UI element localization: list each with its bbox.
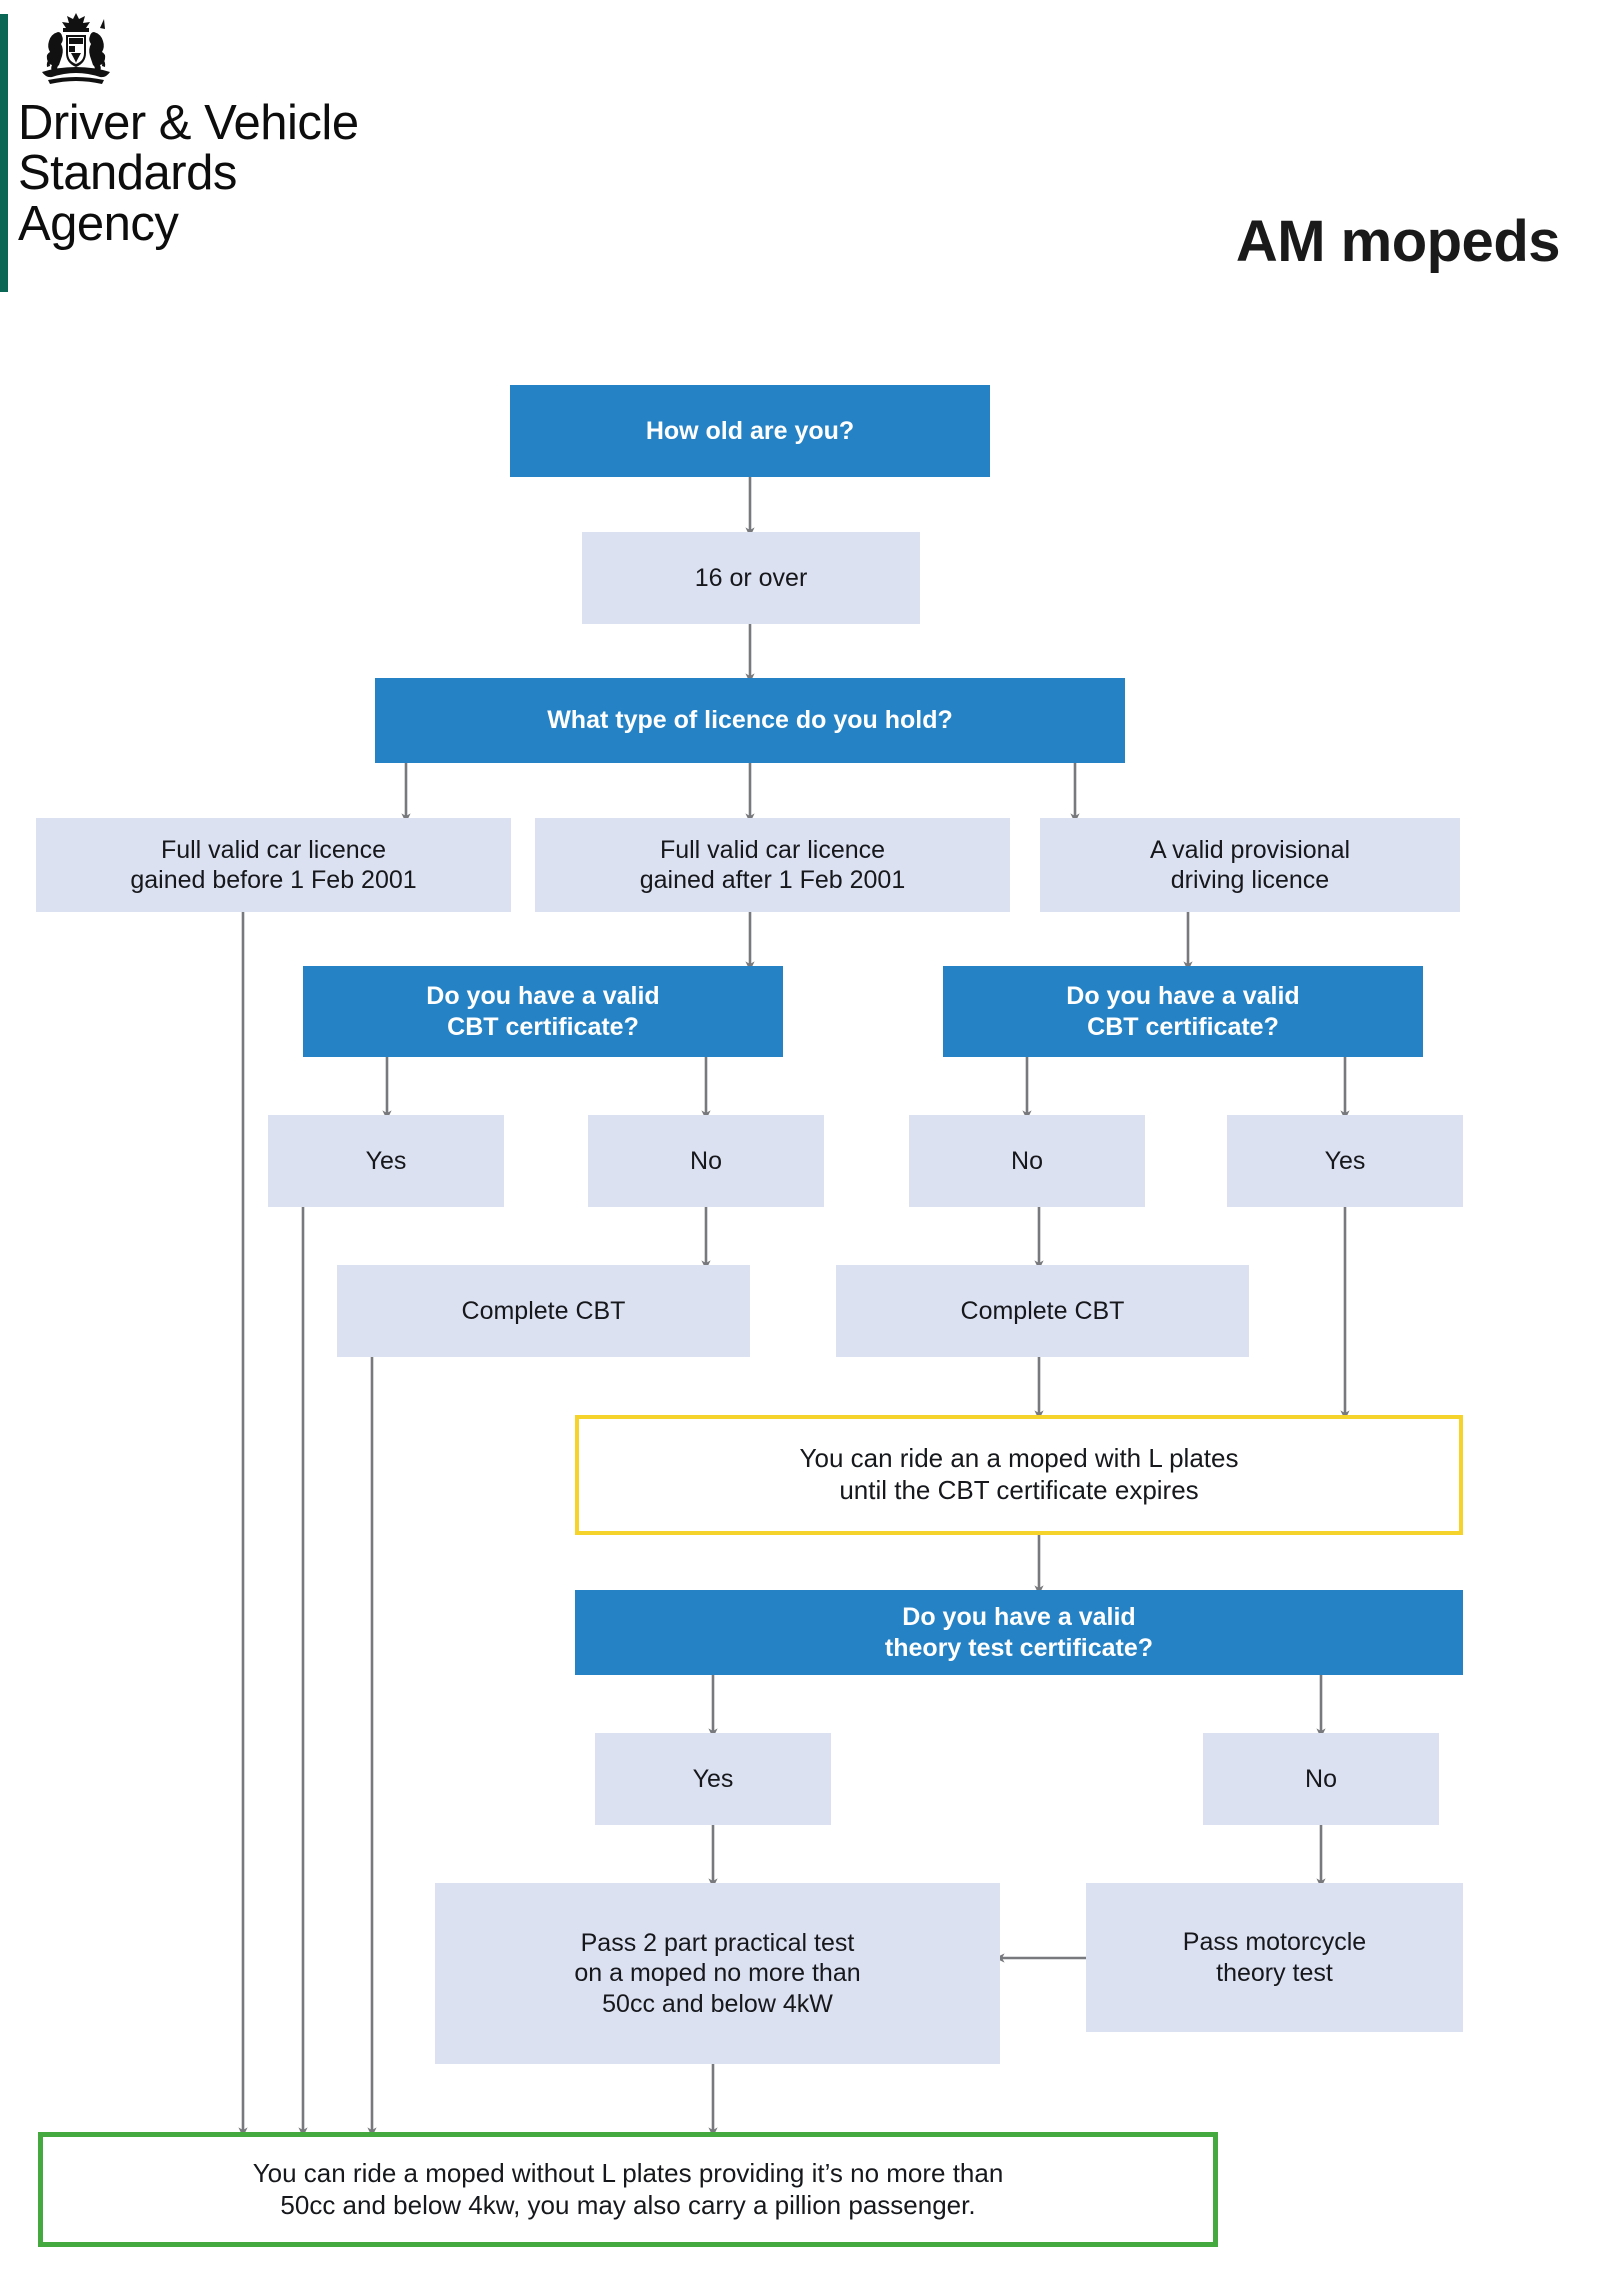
answer-provisional-licence-label: A valid provisional driving licence [1149, 835, 1351, 895]
answer-licence-after-2001[interactable]: Full valid car licence gained after 1 Fe… [535, 818, 1010, 912]
answer-licence-after-2001-label: Full valid car licence gained after 1 Fe… [639, 835, 906, 895]
brand-accent-bar [0, 14, 8, 292]
action-complete-cbt-left[interactable]: Complete CBT [337, 1265, 750, 1357]
outcome-ride-with-l-plates-label: You can ride an a moped with L plates un… [799, 1443, 1239, 1505]
agency-name-line-3: Agency [18, 196, 179, 251]
action-pass-motorcycle-theory-test-label: Pass motorcycle theory test [1182, 1928, 1367, 1987]
answer-theory-yes[interactable]: Yes [595, 1733, 831, 1825]
action-complete-cbt-right-label: Complete CBT [960, 1296, 1125, 1325]
outcome-ride-with-l-plates: You can ride an a moped with L plates un… [575, 1415, 1463, 1535]
answer-cbt-right-yes[interactable]: Yes [1227, 1115, 1463, 1207]
answer-cbt-right-no-label: No [1011, 1146, 1043, 1175]
action-pass-motorcycle-theory-test[interactable]: Pass motorcycle theory test [1086, 1883, 1463, 2032]
agency-name-line-2: Standards [18, 146, 237, 201]
answer-cbt-left-yes-label: Yes [365, 1146, 407, 1175]
answer-16-or-over-label: 16 or over [694, 563, 808, 592]
question-cbt-right[interactable]: Do you have a valid CBT certificate? [943, 966, 1423, 1057]
action-pass-practical-test[interactable]: Pass 2 part practical test on a moped no… [435, 1883, 1000, 2064]
answer-cbt-left-yes[interactable]: Yes [268, 1115, 504, 1207]
answer-theory-no-label: No [1305, 1764, 1337, 1793]
answer-16-or-over[interactable]: 16 or over [582, 532, 920, 624]
answer-cbt-right-no[interactable]: No [909, 1115, 1145, 1207]
agency-name: Driver & Vehicle Standards Agency [18, 96, 538, 251]
question-cbt-right-label: Do you have a valid CBT certificate? [1066, 982, 1300, 1041]
action-complete-cbt-left-label: Complete CBT [461, 1296, 626, 1325]
question-how-old[interactable]: How old are you? [510, 385, 990, 477]
answer-provisional-licence[interactable]: A valid provisional driving licence [1040, 818, 1460, 912]
question-licence-type-label: What type of licence do you hold? [547, 706, 953, 735]
answer-licence-before-2001[interactable]: Full valid car licence gained before 1 F… [36, 818, 511, 912]
question-theory-certificate[interactable]: Do you have a valid theory test certific… [575, 1590, 1463, 1675]
question-how-old-label: How old are you? [645, 416, 855, 445]
question-licence-type[interactable]: What type of licence do you hold? [375, 678, 1125, 763]
answer-cbt-left-no-label: No [690, 1146, 722, 1175]
outcome-ride-without-l-plates-label: You can ride a moped without L plates pr… [252, 2157, 1004, 2220]
action-pass-practical-test-label: Pass 2 part practical test on a moped no… [574, 1928, 861, 2018]
action-complete-cbt-right[interactable]: Complete CBT [836, 1265, 1249, 1357]
question-theory-certificate-label: Do you have a valid theory test certific… [884, 1603, 1154, 1662]
question-cbt-left[interactable]: Do you have a valid CBT certificate? [303, 966, 783, 1057]
agency-name-line-1: Driver & Vehicle [18, 96, 359, 150]
answer-theory-no[interactable]: No [1203, 1733, 1439, 1825]
answer-cbt-right-yes-label: Yes [1324, 1146, 1366, 1175]
royal-coat-of-arms-icon [28, 10, 124, 94]
answer-licence-before-2001-label: Full valid car licence gained before 1 F… [130, 835, 417, 895]
page-title: AM mopeds [1235, 209, 1561, 274]
answer-cbt-left-no[interactable]: No [588, 1115, 824, 1207]
answer-theory-yes-label: Yes [692, 1764, 734, 1793]
outcome-ride-without-l-plates: You can ride a moped without L plates pr… [38, 2132, 1218, 2247]
question-cbt-left-label: Do you have a valid CBT certificate? [426, 982, 660, 1041]
